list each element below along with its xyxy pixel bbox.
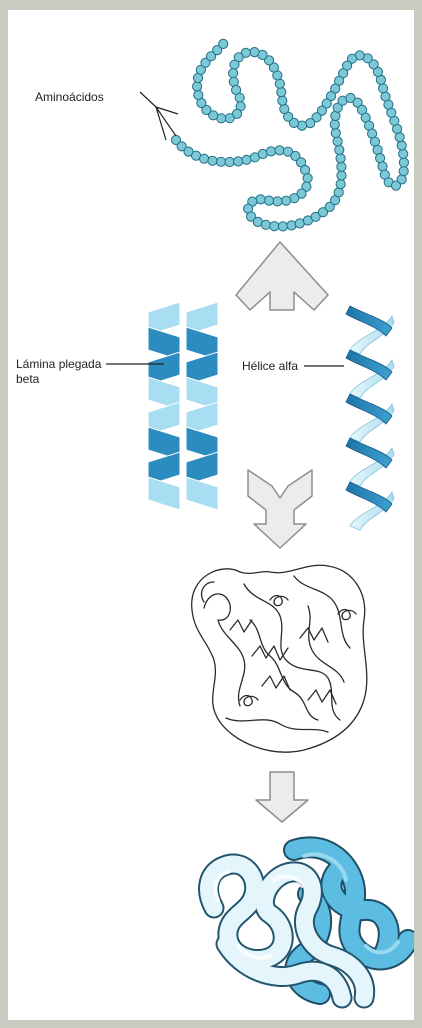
amino-acid-bead [264, 196, 273, 205]
alpha-helix [346, 306, 394, 530]
down-arrow [256, 772, 308, 822]
beta-sheet-label-line2: beta [16, 372, 39, 386]
amino-acid-bead [282, 196, 291, 205]
amino-acid-bead [275, 146, 284, 155]
aminoacids-pointer [140, 92, 178, 140]
amino-acid-bead [280, 104, 289, 113]
amino-acid-bead [334, 188, 343, 197]
amino-acid-bead [278, 96, 287, 105]
helix-turn-front [346, 350, 392, 380]
amino-acid-bead [337, 171, 346, 180]
beta-strand-segment [148, 477, 180, 510]
amino-acid-bead [399, 149, 408, 158]
amino-acid-bead [235, 93, 244, 102]
amino-acid-bead [266, 147, 275, 156]
amino-acid-bead [250, 48, 259, 57]
amino-acid-bead [399, 167, 408, 176]
amino-acid-bead [234, 157, 243, 166]
helix-turn-front [346, 482, 392, 512]
amino-acid-bead [229, 69, 238, 78]
amino-acid-bead [303, 174, 312, 183]
amino-acid-bead [225, 157, 234, 166]
amino-acid-bead [193, 82, 202, 91]
amino-acid-bead [277, 88, 286, 97]
amino-acid-bead [397, 141, 406, 150]
amino-acid-bead [330, 120, 339, 129]
amino-acid-bead [287, 221, 296, 230]
amino-acid-bead [200, 154, 209, 163]
amino-acid-bead [378, 162, 387, 171]
amino-acid-bead [376, 154, 385, 163]
amino-acid-bead [399, 158, 408, 167]
amino-acid-bead [333, 137, 342, 146]
amino-acid-bead [337, 162, 346, 171]
alpha-helix-label: Hélice alfa [242, 359, 298, 373]
amino-acid-bead [242, 155, 251, 164]
helix-turn-front [346, 438, 392, 468]
amino-acid-bead [273, 197, 282, 206]
amino-acid-bead [194, 90, 203, 99]
amino-acid-bead [270, 222, 279, 231]
amino-acid-bead [219, 39, 228, 48]
helix-turn-front [346, 394, 392, 424]
beta-strand-segment [186, 477, 218, 510]
amino-acid-bead [275, 79, 284, 88]
tertiary-structure [192, 565, 367, 752]
amino-acid-bead [230, 60, 239, 69]
amino-acid-bead [379, 84, 388, 93]
amino-acid-bead [278, 222, 287, 231]
folded-protein-tube [209, 847, 408, 998]
protein-structure-diagram [8, 10, 414, 1020]
beta-pleated-sheet [148, 302, 218, 510]
amino-acid-bead [397, 175, 406, 184]
amino-acid-bead [208, 156, 217, 165]
beta-sheet-label-line1: Lámina plegada [16, 357, 101, 371]
amino-acid-bead [216, 157, 225, 166]
merge-arrow [248, 470, 312, 548]
amino-acid-bead [331, 128, 340, 137]
diagram-panel: Aminoácidos Lámina plegada beta Hélice a… [8, 10, 414, 1020]
amino-acid-bead [225, 114, 234, 123]
amino-acid-bead [336, 154, 345, 163]
amino-acid-bead [335, 145, 344, 154]
aminoacids-label: Aminoácidos [35, 90, 104, 104]
amino-acid-bead [261, 220, 270, 229]
split-arrow [236, 242, 328, 310]
helix-turn-front [346, 306, 392, 336]
amino-acid-chain [171, 38, 408, 231]
amino-acid-bead [336, 180, 345, 189]
